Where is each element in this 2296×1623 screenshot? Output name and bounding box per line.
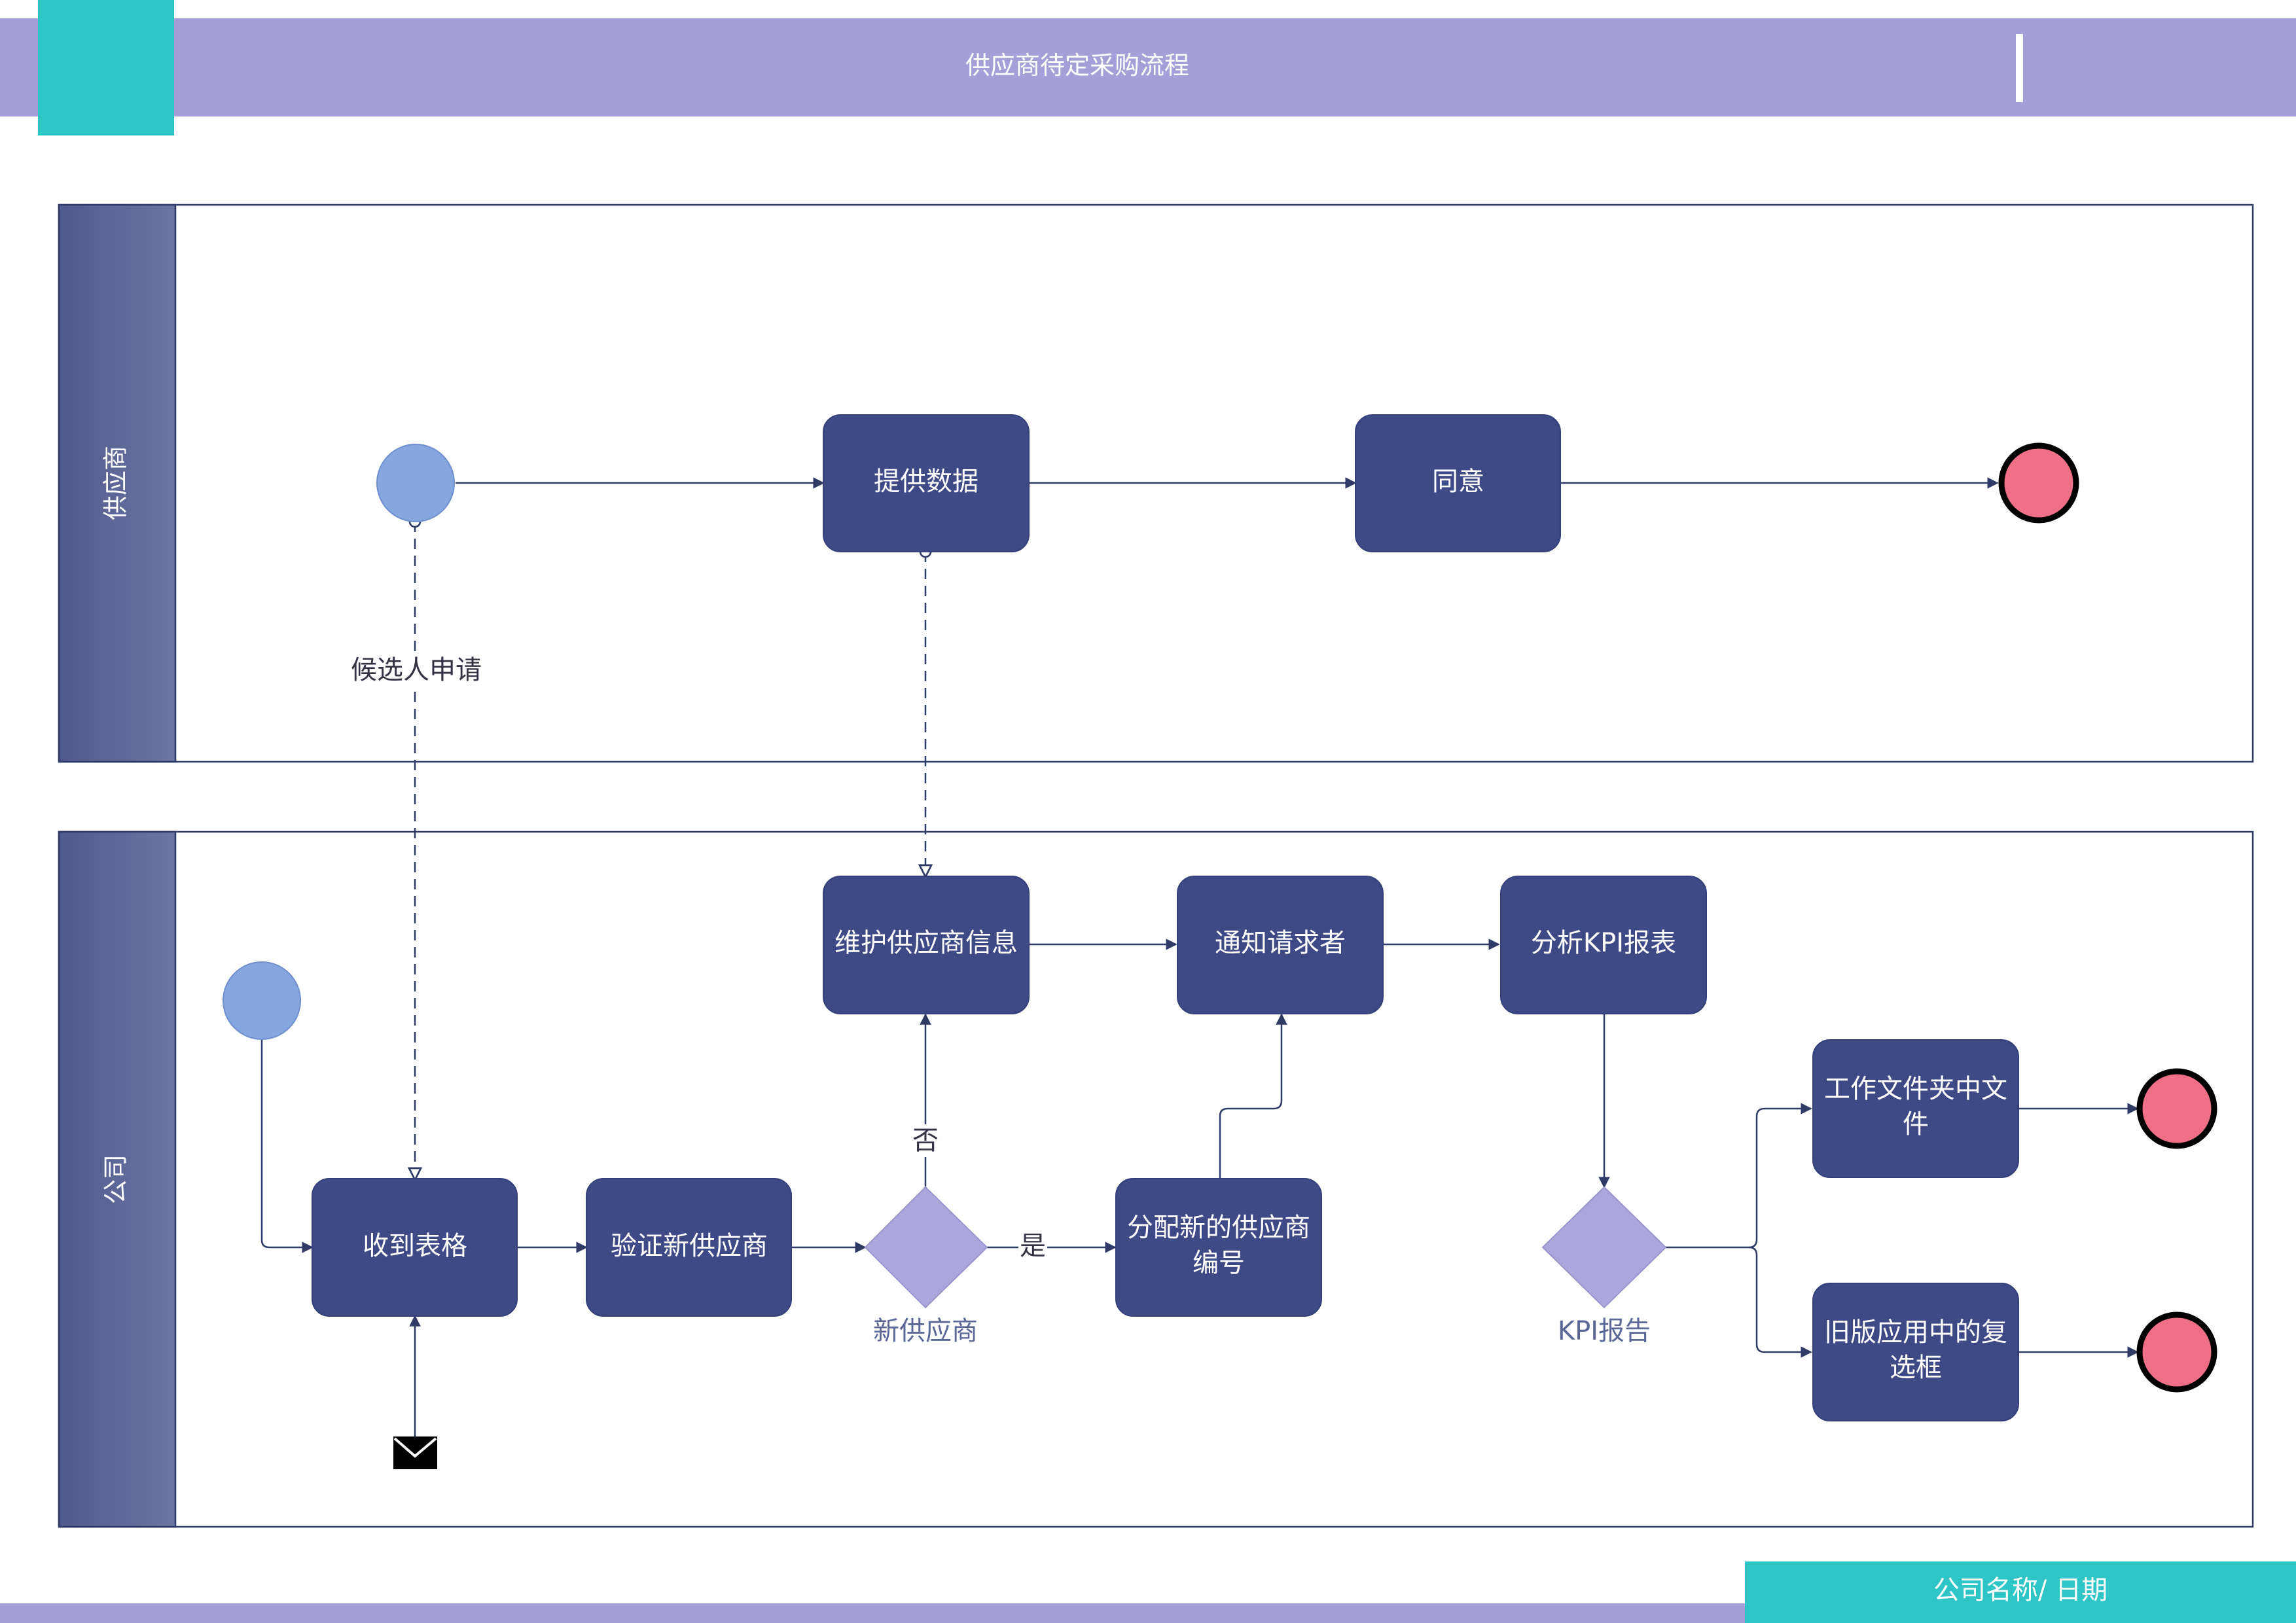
task-work-folder-file-label-1: 工作文件夹中文	[1824, 1074, 2007, 1104]
task-maintain-supplier-info-label: 维护供应商信息	[834, 928, 1018, 958]
edge-label-yes: 是	[1020, 1231, 1046, 1261]
company-end-event-legacy[interactable]	[2136, 1311, 2217, 1393]
task-work-folder-file-label-2: 件	[1903, 1109, 1929, 1139]
edge-label-yes-bg	[1018, 1230, 1047, 1263]
connectors	[260, 477, 2139, 1437]
task-assign-supplier-number[interactable]: 分配新的供应商 编号	[1115, 1178, 1322, 1317]
header: 供应商待定采购流程	[0, 0, 2296, 135]
lane-supplier-label: 供应商	[101, 446, 130, 520]
lane-supplier-header	[58, 204, 177, 763]
flow-assign-to-notify	[1219, 1013, 1287, 1178]
task-analyze-kpi-label: 分析KPI报表	[1531, 928, 1676, 958]
gateway-new-supplier-label: 新供应商	[873, 1316, 978, 1346]
task-verify-supplier[interactable]: 验证新供应商	[586, 1178, 792, 1317]
task-receive-form-label: 收到表格	[363, 1231, 467, 1261]
task-legacy-app-checkbox-label-1: 旧版应用中的复	[1824, 1317, 2007, 1347]
task-receive-form[interactable]: 收到表格	[312, 1178, 518, 1317]
task-agree-label: 同意	[1432, 467, 1484, 497]
task-provide-data-label: 提供数据	[874, 467, 978, 497]
task-assign-supplier-number-label-1: 分配新的供应商	[1127, 1213, 1310, 1243]
lane-company-header	[58, 830, 177, 1528]
gateway-new-supplier[interactable]	[864, 1186, 988, 1309]
gateway-kpi-report-label: KPI报告	[1558, 1316, 1651, 1346]
header-accent-block	[38, 0, 174, 135]
flow-company-start-to-receive-form	[260, 1040, 314, 1253]
task-verify-supplier-label: 验证新供应商	[611, 1231, 768, 1261]
edge-label-no-bg	[911, 1124, 940, 1157]
edge-label-candidate-apply: 候选人申请	[351, 655, 482, 685]
header-band	[0, 18, 2296, 116]
footer-company-date: 公司名称/ 日期	[1933, 1575, 2108, 1605]
edge-label-candidate-bg	[347, 654, 483, 687]
envelope-icon[interactable]	[393, 1436, 437, 1469]
flow-kpi-to-legacy-checkbox	[1748, 1246, 1812, 1358]
supplier-end-event[interactable]	[1998, 442, 2079, 524]
task-legacy-app-checkbox[interactable]: 旧版应用中的复 选框	[1812, 1283, 2019, 1421]
company-start-event[interactable]	[223, 961, 301, 1040]
header-divider	[2016, 34, 2023, 102]
supplier-start-event[interactable]	[376, 444, 455, 522]
task-legacy-app-checkbox-label-2: 选框	[1890, 1353, 1942, 1383]
company-end-event-work-folder[interactable]	[2136, 1068, 2217, 1149]
task-analyze-kpi[interactable]: 分析KPI报表	[1500, 876, 1707, 1014]
task-agree[interactable]: 同意	[1355, 414, 1561, 552]
task-maintain-supplier-info[interactable]: 维护供应商信息	[823, 876, 1030, 1014]
edge-label-no: 否	[912, 1126, 939, 1156]
task-assign-supplier-number-label-2: 编号	[1193, 1248, 1245, 1278]
task-work-folder-file[interactable]: 工作文件夹中文 件	[1812, 1039, 2019, 1178]
lane-company-label: 公司	[101, 1154, 130, 1204]
footer: 公司名称/ 日期	[0, 1561, 2296, 1623]
footer-teal-box	[1745, 1561, 2296, 1623]
gateway-kpi-report[interactable]	[1541, 1186, 1667, 1309]
task-notify-requester[interactable]: 通知请求者	[1177, 876, 1384, 1014]
task-notify-requester-label: 通知请求者	[1215, 928, 1346, 958]
task-provide-data[interactable]: 提供数据	[823, 414, 1030, 552]
page-title: 供应商待定采购流程	[965, 51, 1189, 80]
